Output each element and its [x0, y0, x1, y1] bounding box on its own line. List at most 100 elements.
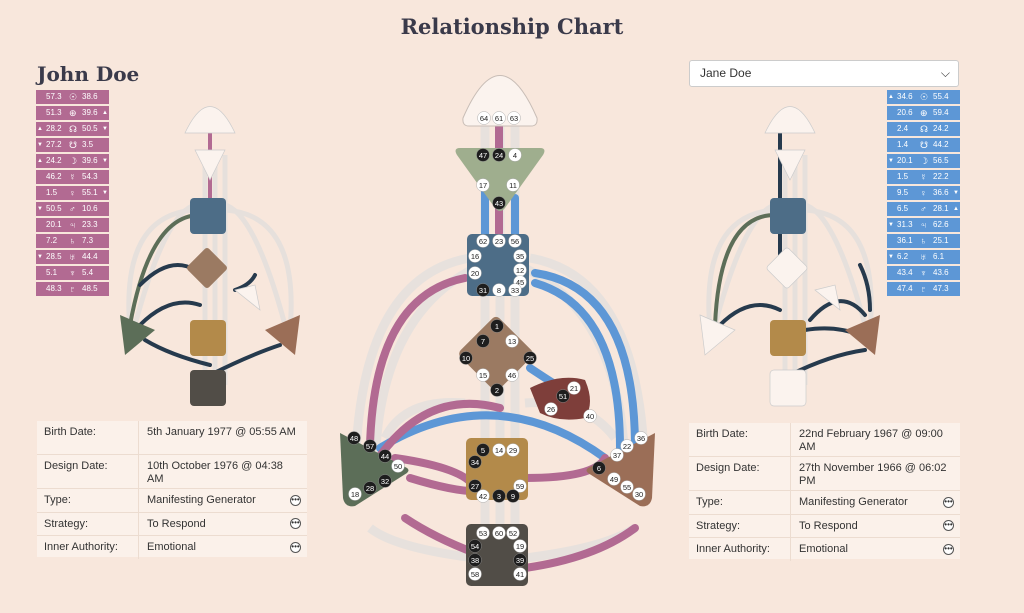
- gate-20: 20: [468, 266, 482, 280]
- planet-glyph-icon: ♇: [920, 284, 927, 294]
- planet-value-design: 43.4: [897, 268, 913, 277]
- person-select-right[interactable]: Jane Doe ⌵: [689, 60, 959, 87]
- planet-glyph-icon: ♀: [69, 188, 76, 198]
- svg-text:45: 45: [516, 278, 524, 287]
- gate-22: 22: [620, 439, 634, 453]
- planet-row: 20.6⊕59.4: [887, 106, 960, 120]
- gate-2: 2: [490, 383, 504, 397]
- planet-value-design: 27.2: [46, 140, 62, 149]
- planet-value-personality: 55.4: [933, 92, 949, 101]
- gate-51: 51: [556, 389, 570, 403]
- svg-text:19: 19: [516, 542, 524, 551]
- svg-text:16: 16: [471, 252, 479, 261]
- more-horizontal-icon[interactable]: •••: [290, 541, 301, 553]
- svg-text:44: 44: [381, 452, 389, 461]
- more-horizontal-icon[interactable]: •••: [290, 518, 301, 529]
- planet-row: 48.3♇48.5: [36, 282, 109, 296]
- gate-48: 48: [347, 431, 361, 445]
- gate-53: 53: [476, 526, 490, 540]
- type-value: Manifesting Generator: [799, 496, 908, 508]
- svg-text:50: 50: [394, 462, 402, 471]
- planet-value-personality: 55.1: [82, 188, 98, 197]
- page-title: Relationship Chart: [400, 14, 624, 39]
- planet-value-design: 51.3: [46, 108, 62, 117]
- planet-value-personality: 59.4: [933, 108, 949, 117]
- gate-44: 44: [378, 449, 392, 463]
- gate-58: 58: [468, 567, 482, 581]
- svg-text:23: 23: [495, 237, 503, 246]
- planet-value-personality: 5.4: [82, 268, 94, 277]
- planet-value-personality: 7.3: [82, 236, 94, 245]
- planet-value-personality: 48.5: [82, 284, 98, 293]
- planet-glyph-icon: ☋: [69, 140, 77, 150]
- gate-40: 40: [583, 409, 597, 423]
- more-horizontal-icon[interactable]: •••: [943, 543, 954, 555]
- planet-value-personality: 54.3: [82, 172, 98, 181]
- chevron-down-icon: ⌵: [940, 66, 950, 80]
- svg-text:49: 49: [610, 475, 618, 484]
- svg-text:52: 52: [509, 529, 517, 538]
- authority-label: Inner Authority:: [696, 543, 770, 555]
- gate-35: 35: [513, 249, 527, 263]
- gate-36: 36: [634, 431, 648, 445]
- gate-28: 28: [363, 481, 377, 495]
- more-horizontal-icon[interactable]: •••: [290, 494, 301, 506]
- planet-value-personality: 44.4: [82, 252, 98, 261]
- planet-value-design: 36.1: [897, 236, 913, 245]
- strategy-label: Strategy:: [44, 518, 89, 530]
- planet-glyph-icon: ♂: [69, 204, 76, 214]
- more-horizontal-icon[interactable]: •••: [943, 496, 954, 508]
- svg-text:3: 3: [497, 492, 501, 501]
- svg-text:13: 13: [508, 337, 516, 346]
- planet-value-design: 28.5: [46, 252, 62, 261]
- strategy-value: To Respond: [799, 520, 858, 532]
- planet-glyph-icon: ⊕: [920, 108, 928, 118]
- gate-1: 1: [490, 319, 504, 333]
- svg-text:29: 29: [509, 446, 517, 455]
- gate-37: 37: [610, 448, 624, 462]
- planet-value-personality: 47.3: [933, 284, 949, 293]
- authority-value: Emotional: [799, 543, 848, 555]
- gate-25: 25: [523, 351, 537, 365]
- svg-text:10: 10: [462, 354, 470, 363]
- gate-27: 27: [468, 479, 482, 493]
- planet-value-personality: 44.2: [933, 140, 949, 149]
- svg-text:36: 36: [637, 434, 645, 443]
- type-label: Type:: [696, 496, 723, 508]
- planet-arrow-personality: ▲: [953, 206, 959, 212]
- planet-value-design: 1.4: [897, 140, 909, 149]
- svg-text:34: 34: [471, 458, 479, 467]
- planet-row: 47.4 ♇ 47.3: [887, 282, 960, 296]
- planet-glyph-icon: ☊: [69, 124, 77, 134]
- planet-value-personality: 25.1: [933, 236, 949, 245]
- gate-57: 57: [363, 439, 377, 453]
- svg-text:4: 4: [513, 151, 517, 160]
- gate-18: 18: [348, 487, 362, 501]
- strategy-label: Strategy:: [696, 520, 741, 532]
- planet-value-personality: 62.6: [933, 220, 949, 229]
- planet-glyph-icon: ☿: [920, 172, 927, 182]
- gate-60: 60: [492, 526, 506, 540]
- more-horizontal-icon[interactable]: •••: [943, 520, 954, 531]
- birth-date-label: Birth Date:: [44, 426, 96, 438]
- svg-text:59: 59: [516, 482, 524, 491]
- svg-text:58: 58: [471, 570, 479, 579]
- planet-value-design: 47.4: [897, 284, 913, 293]
- planet-row: ▲28.2☊50.5▼: [36, 122, 109, 136]
- planet-value-personality: 3.5: [82, 140, 94, 149]
- svg-text:47: 47: [479, 151, 487, 160]
- planet-value-design: 34.6: [897, 92, 913, 101]
- planet-glyph-icon: ☉: [920, 92, 929, 102]
- svg-text:12: 12: [516, 266, 524, 275]
- planet-glyph-icon: ☿: [69, 172, 76, 182]
- svg-text:55: 55: [623, 483, 631, 492]
- planet-row: 46.2☿54.3: [36, 170, 109, 184]
- birth-date-value: 5th January 1977 @ 05:55 AM: [147, 426, 296, 438]
- bodygraph-right: [699, 106, 880, 407]
- svg-text:60: 60: [495, 529, 503, 538]
- gate-52: 52: [506, 526, 520, 540]
- planet-glyph-icon: ♇: [69, 284, 76, 294]
